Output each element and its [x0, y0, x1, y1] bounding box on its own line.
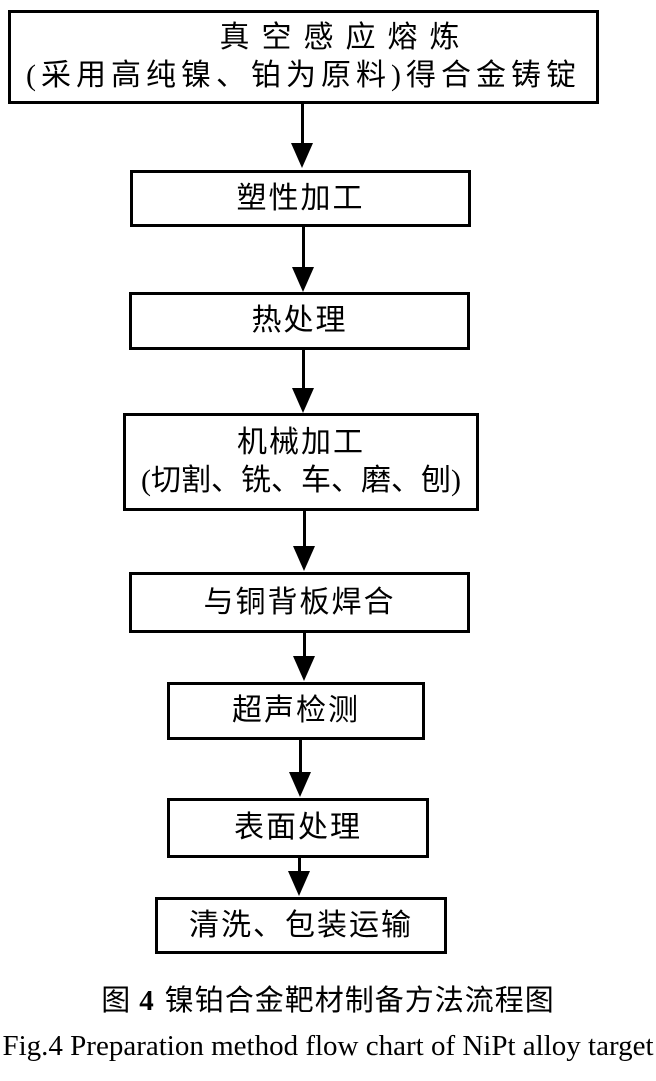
flow-step-ultrasonic-inspection: 超声检测	[167, 682, 425, 740]
flow-step-machining: 机械加工 (切割、铣、车、磨、刨)	[123, 413, 479, 511]
flow-step-vacuum-induction-melting: 真空感应熔炼 (采用高纯镍、铂为原料)得合金铸锭	[8, 10, 599, 104]
down-arrowhead-icon	[291, 143, 313, 168]
down-arrowhead-icon	[289, 772, 311, 797]
down-arrow-connector-5	[293, 633, 315, 681]
flow-step-plastic-working: 塑性加工	[130, 170, 471, 227]
down-arrow-connector-1	[291, 104, 313, 168]
down-arrowhead-icon	[292, 388, 314, 413]
figure-caption-en: Fig.4 Preparation method flow chart of N…	[2, 1030, 654, 1062]
step-label-line: 表面处理	[234, 811, 362, 844]
down-arrow-connector-2	[292, 227, 314, 292]
flow-step-weld-to-copper-backing-plate: 与铜背板焊合	[129, 572, 470, 633]
flow-step-heat-treatment: 热处理	[129, 292, 470, 350]
step-label-line: 塑性加工	[236, 181, 365, 215]
flow-step-cleaning-packaging-shipping: 清洗、包装运输	[155, 897, 447, 954]
arrow-stem	[302, 633, 306, 656]
down-arrow-connector-7	[288, 858, 310, 896]
arrow-stem	[301, 350, 305, 388]
step-label-line: 热处理	[251, 304, 348, 337]
down-arrowhead-icon	[293, 546, 315, 571]
step-label-line: 真空感应熔炼	[219, 21, 472, 54]
down-arrowhead-icon	[288, 871, 310, 896]
arrow-stem	[300, 104, 304, 143]
down-arrow-connector-6	[289, 740, 311, 797]
step-label-line: (采用高纯镍、铂为原料)得合金铸锭	[26, 59, 581, 92]
flow-step-surface-treatment: 表面处理	[167, 798, 429, 858]
arrow-stem	[298, 740, 302, 772]
step-label-line: 清洗、包装运输	[189, 908, 413, 942]
down-arrowhead-icon	[293, 656, 315, 681]
figure-number: 4	[139, 985, 155, 1017]
step-label-line: 超声检测	[232, 694, 360, 727]
step-label-line: 机械加工	[237, 426, 365, 459]
step-label-line: (切割、铣、车、磨、刨)	[141, 464, 461, 497]
down-arrowhead-icon	[292, 267, 314, 292]
step-label-line: 与铜背板焊合	[203, 585, 396, 619]
down-arrow-connector-3	[292, 350, 314, 413]
down-arrow-connector-4	[293, 511, 315, 571]
arrow-stem	[297, 858, 301, 871]
figure-label-zh: 图	[101, 985, 132, 1017]
arrow-stem	[302, 511, 306, 546]
figure-title-zh: 镍铂合金靶材制备方法流程图	[164, 985, 555, 1017]
arrow-stem	[301, 227, 305, 267]
